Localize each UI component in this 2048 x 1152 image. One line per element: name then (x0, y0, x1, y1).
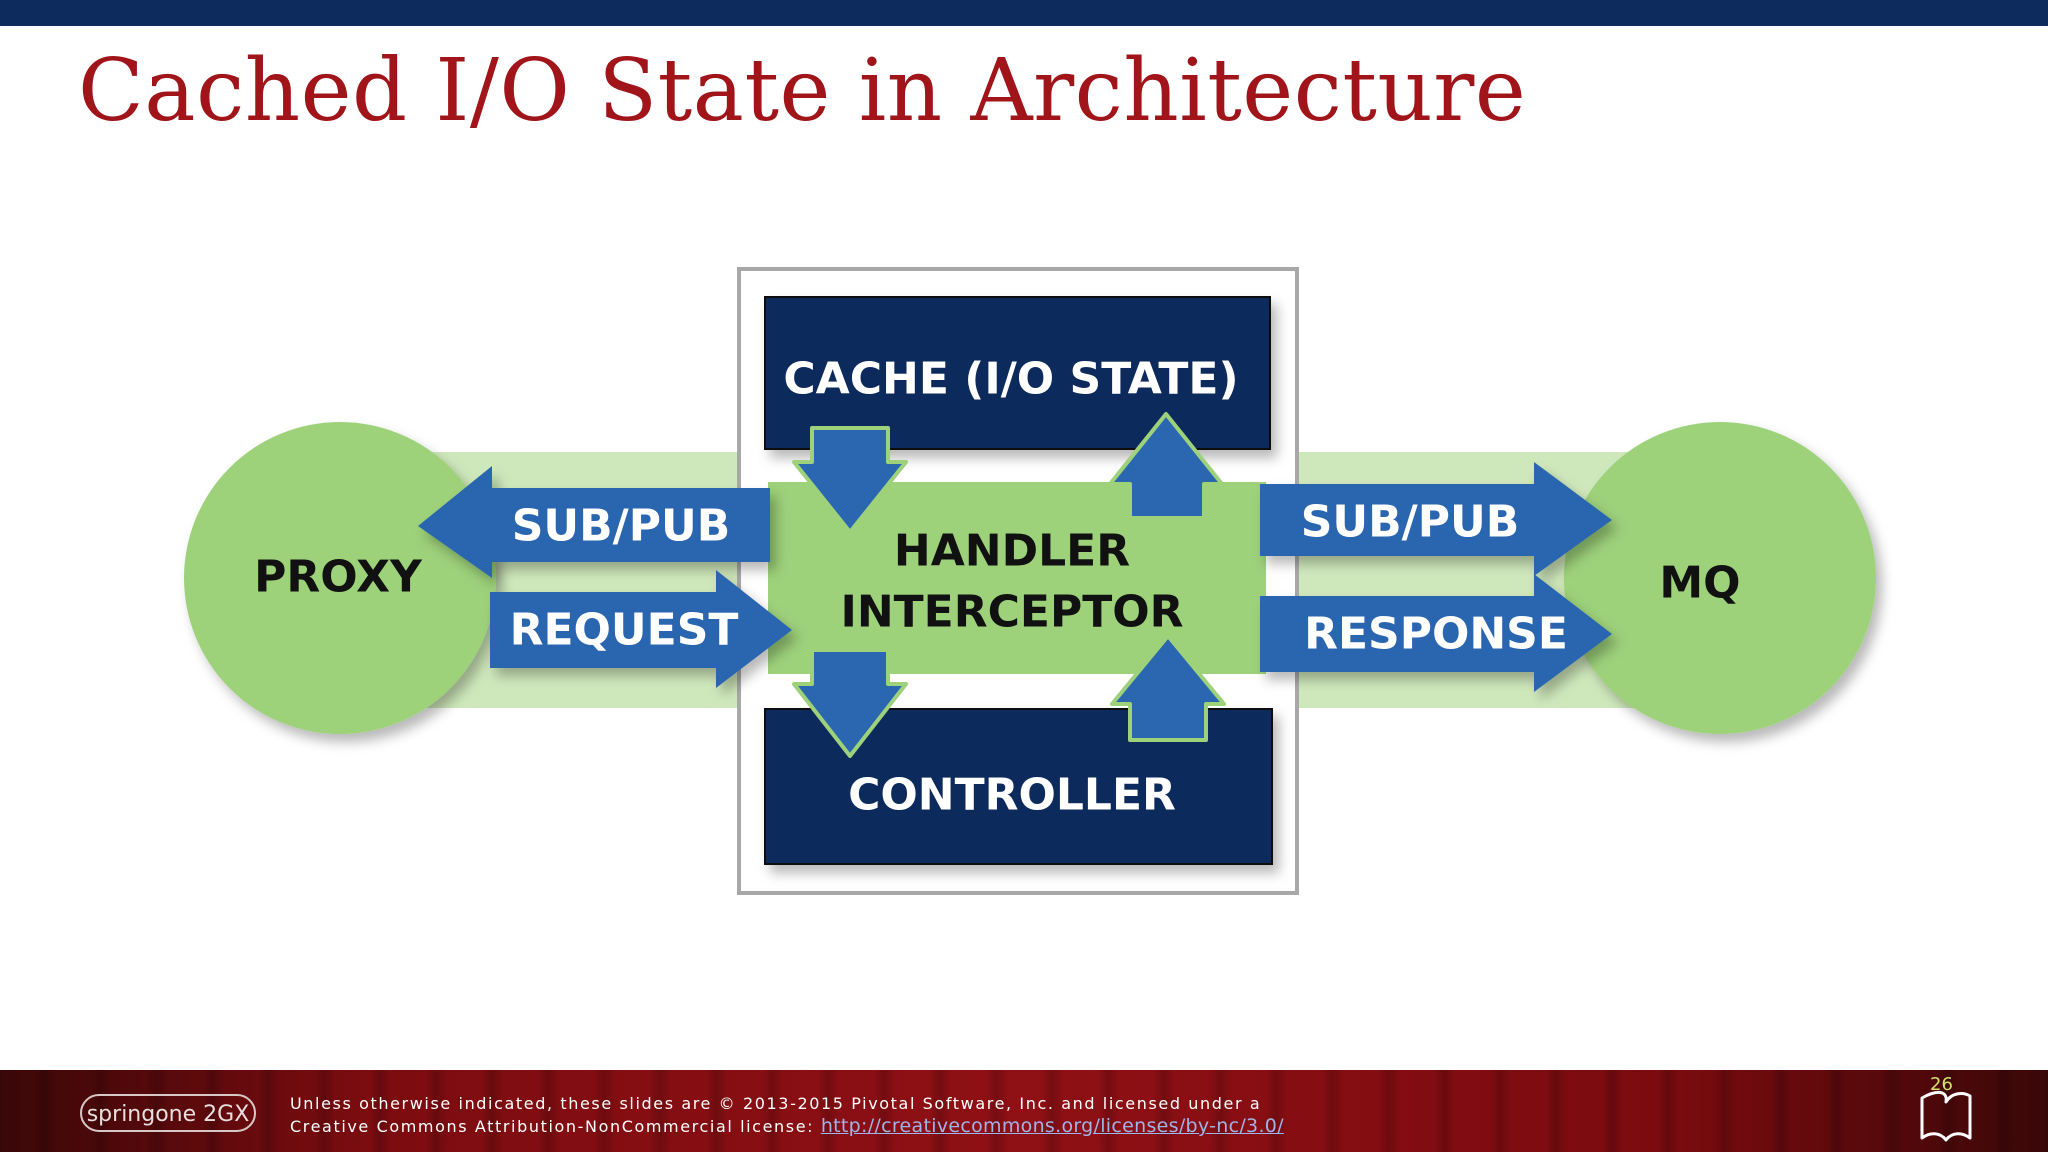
request-label: REQUEST (510, 605, 739, 656)
license-line-2-text: Creative Commons Attribution-NonCommerci… (290, 1117, 815, 1136)
footer: springone 2GX Unless otherwise indicated… (0, 1070, 2048, 1152)
request-arrow (490, 570, 792, 688)
left-sub-pub-label: SUB/PUB (512, 501, 731, 552)
license-link[interactable]: http://creativecommons.org/licenses/by-n… (820, 1115, 1284, 1137)
controller-to-handler-arrow (1110, 634, 1226, 742)
handler-to-controller-arrow (792, 648, 908, 758)
cache-to-handler-arrow (792, 426, 908, 534)
license-line-1: Unless otherwise indicated, these slides… (290, 1094, 1262, 1113)
response-arrow (1260, 574, 1612, 692)
book-icon (1920, 1091, 1972, 1142)
sub-pub-left-arrow (418, 466, 770, 578)
slide-number: 26 (1930, 1074, 1953, 1095)
sub-pub-right-arrow (1260, 462, 1612, 576)
mq-node (1564, 422, 1876, 734)
controller-label: CONTROLLER (848, 770, 1176, 821)
license-line-2: Creative Commons Attribution-NonCommerci… (290, 1115, 1284, 1138)
slide-title: Cached I/O State in Architecture (78, 41, 1527, 141)
cache-label: CACHE (I/O STATE) (783, 354, 1238, 405)
springone-logo: springone 2GX (80, 1094, 256, 1132)
license-text: Unless otherwise indicated, these slides… (290, 1092, 1284, 1138)
proxy-label: PROXY (254, 552, 423, 603)
response-label: RESPONSE (1304, 609, 1568, 660)
mq-label: MQ (1659, 558, 1740, 609)
handler-label-line1: HANDLER (894, 526, 1130, 577)
proxy-node (184, 422, 496, 734)
right-sub-pub-label: SUB/PUB (1301, 497, 1520, 548)
cache-box (764, 296, 1271, 450)
handler-label-line2: INTERCEPTOR (840, 587, 1183, 638)
handler-to-cache-arrow (1108, 412, 1224, 520)
top-bar (0, 0, 2048, 26)
